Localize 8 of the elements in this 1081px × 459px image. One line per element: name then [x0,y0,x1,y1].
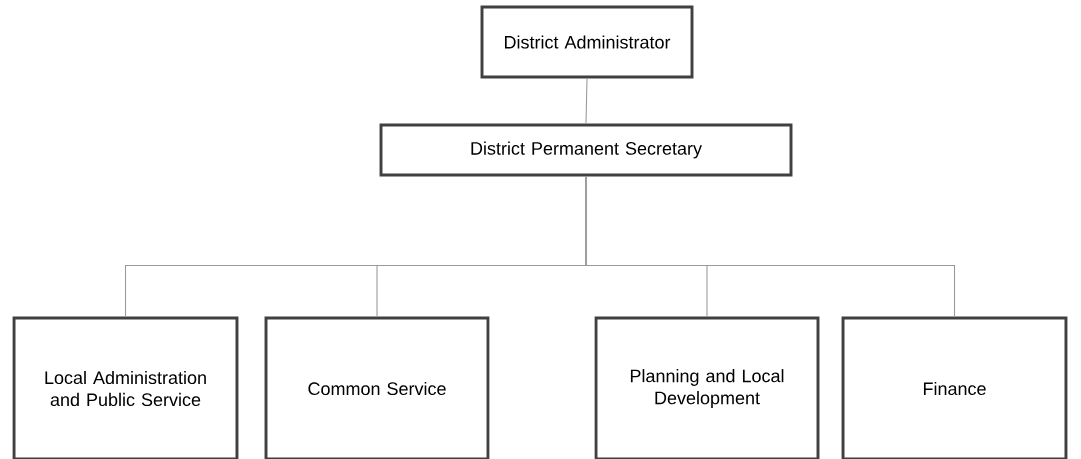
org-box: District Permanent Secretary [379,123,793,177]
org-box: Planning and Local Development [594,316,820,459]
org-box: Common Service [264,316,490,459]
org-box: Local Administration and Public Service [12,316,239,459]
connector-line [585,77,588,125]
org-box: District Administrator [480,5,694,79]
connector-line [585,175,956,318]
org-box: Finance [841,316,1068,459]
